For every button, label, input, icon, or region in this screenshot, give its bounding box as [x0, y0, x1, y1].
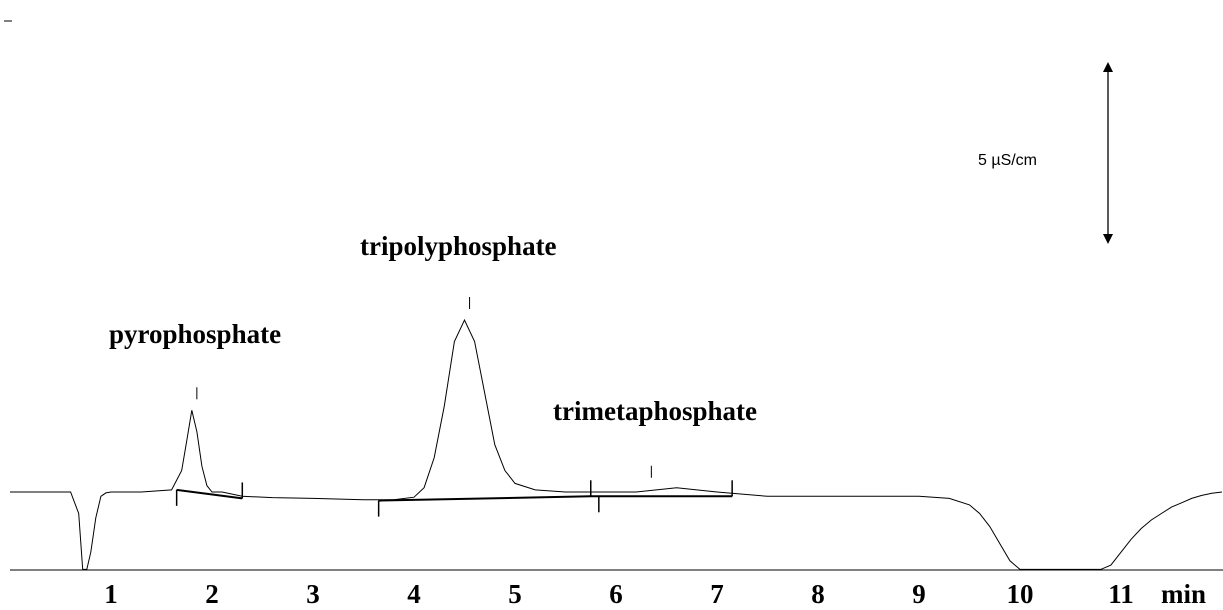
peak-label-pyrophosphate: pyrophosphate: [109, 319, 281, 349]
x-tick-label-10: 10: [1007, 579, 1034, 609]
x-tick-label-5: 5: [508, 579, 522, 609]
x-tick-labels: 1 2 3 4 5 6 7 8 9 10 11: [104, 579, 1134, 609]
baselines: [176, 488, 733, 502]
x-tick-label-8: 8: [811, 579, 825, 609]
x-tick-label-6: 6: [609, 579, 623, 609]
x-tick-label-1: 1: [104, 579, 118, 609]
x-tick-label-4: 4: [407, 579, 421, 609]
peak-marks: [196, 297, 652, 478]
scale-bar-arrow-down-icon: [1103, 234, 1113, 244]
x-tick-label-9: 9: [912, 579, 926, 609]
x-tick-label-7: 7: [710, 579, 724, 609]
x-tick-label-11: 11: [1108, 579, 1134, 609]
scale-bar-arrow-up-icon: [1103, 62, 1113, 72]
chromatogram-trace: [10, 318, 1223, 570]
integration-baseline-2: [378, 495, 733, 502]
scale-bar: 5 µS/cm: [978, 62, 1113, 244]
x-tick-label-2: 2: [205, 579, 219, 609]
scale-bar-label: 5 µS/cm: [978, 152, 1037, 169]
x-axis-label: min: [1161, 579, 1206, 609]
peak-label-tripolyphosphate: tripolyphosphate: [360, 231, 557, 261]
integration-baseline-1: [176, 488, 243, 500]
peak-label-trimetaphosphate: trimetaphosphate: [553, 396, 757, 426]
x-tick-label-3: 3: [306, 579, 320, 609]
